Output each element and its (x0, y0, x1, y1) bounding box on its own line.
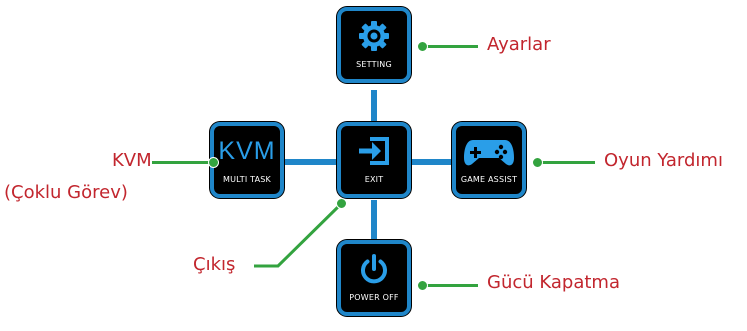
game-assist-button[interactable]: GAME ASSIST (452, 122, 526, 198)
kvm-glyph-text: KVM (218, 136, 276, 165)
callout-dot-gucu (417, 280, 428, 291)
label-cikis: Çıkış (193, 254, 236, 275)
callout-dot-cikis (336, 198, 347, 209)
connector-left (284, 159, 336, 165)
connector-bottom (371, 200, 377, 240)
label-coklu-gorev: (Çoklu Görev) (4, 182, 128, 203)
exit-caption: EXIT (364, 175, 384, 184)
callout-line-ayarlar (423, 45, 478, 48)
power-icon (341, 252, 407, 286)
callout-dot-oyun (532, 157, 543, 168)
setting-button[interactable]: SETTING (337, 7, 411, 83)
multi-task-caption: MULTI TASK (223, 175, 271, 184)
callout-dot-ayarlar (417, 41, 428, 52)
label-kvm: KVM (112, 150, 152, 171)
power-off-button[interactable]: POWER OFF (337, 240, 411, 316)
setting-caption: SETTING (356, 60, 392, 69)
kvm-icon: KVM (214, 134, 280, 168)
label-gucu-kapatma: Gücü Kapatma (487, 272, 620, 293)
exit-icon (341, 134, 407, 168)
callout-line-gucu (423, 284, 478, 287)
callout-dot-kvm (208, 157, 219, 168)
gear-icon (341, 19, 407, 53)
multi-task-button[interactable]: KVM MULTI TASK (210, 122, 284, 198)
gamepad-icon (456, 134, 522, 168)
label-oyun-yardimi: Oyun Yardımı (604, 150, 723, 171)
connector-right (411, 159, 453, 165)
label-ayarlar: Ayarlar (487, 34, 551, 55)
power-off-caption: POWER OFF (349, 293, 399, 302)
callout-line-oyun (538, 161, 595, 164)
connector-top (371, 90, 377, 122)
exit-button[interactable]: EXIT (337, 122, 411, 198)
callout-line-kvm (152, 161, 214, 164)
game-assist-caption: GAME ASSIST (460, 175, 518, 184)
